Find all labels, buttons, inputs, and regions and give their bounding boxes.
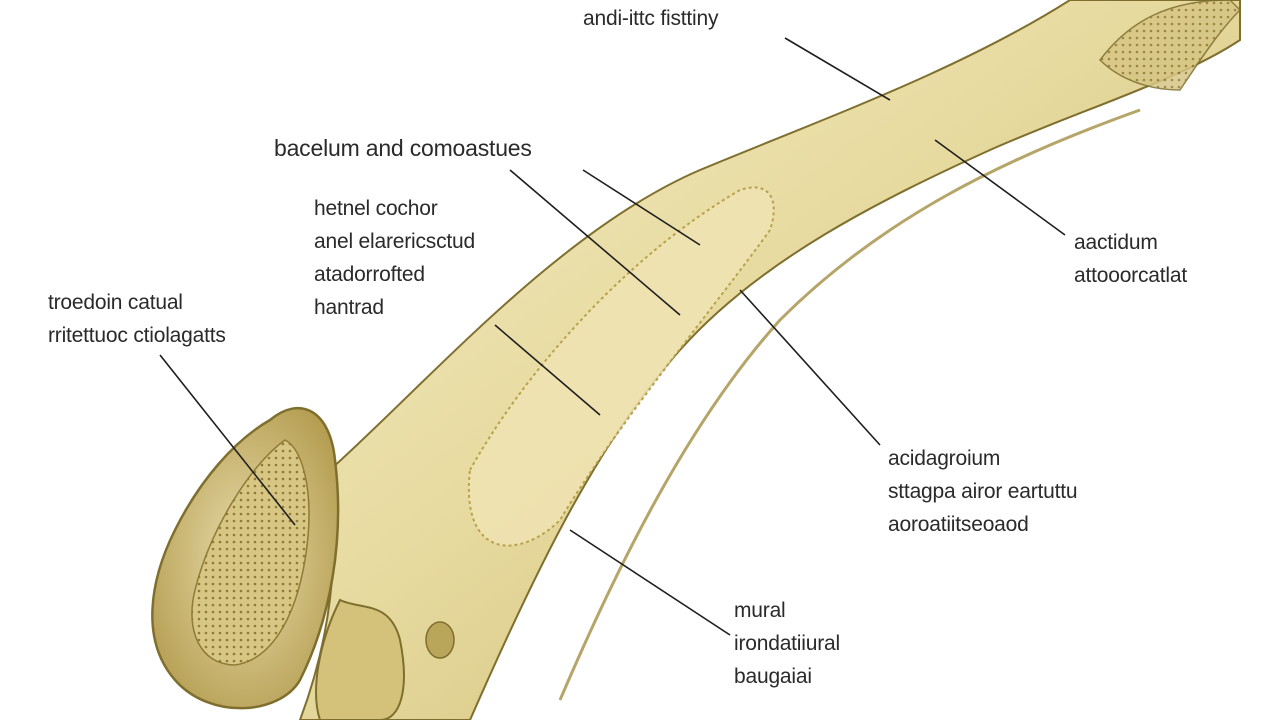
label-acidagroium: acidagroium sttagpa airor eartuttu aoroa… — [888, 447, 1078, 536]
leader-line-troedoin — [159, 354, 296, 526]
bone-shaft — [298, 0, 1241, 720]
label-bacelum: bacelum and comoastues — [274, 135, 532, 161]
label-hetnel: hetnel cochor anel elarericsctud atadorr… — [314, 197, 475, 319]
label-top: andi-ittc fisttiny — [583, 7, 719, 30]
bone-head-spongy — [191, 439, 310, 666]
label-mural: mural irondatiiural baugaiai — [734, 599, 840, 688]
leader-lines — [159, 37, 1066, 636]
proximal-end-texture — [1099, 0, 1242, 91]
leader-line-bacelum-1 — [582, 169, 701, 246]
leader-line-acidagroium — [739, 289, 881, 446]
label-troedoin: troedoin catual rritettuoc ctiolagatts — [48, 291, 226, 347]
leader-line-bacelum-2 — [509, 169, 681, 316]
condyle-lobe — [315, 598, 405, 720]
bone-foramen — [425, 621, 455, 659]
leader-line-top — [784, 37, 891, 101]
leader-line-hetnel — [494, 324, 601, 416]
shaft-edge-line — [558, 108, 1141, 701]
leader-line-aactidum — [934, 139, 1066, 236]
label-aactidum: aactidum attooorcatlat — [1074, 231, 1187, 287]
medullary-ridge — [467, 186, 775, 547]
leader-line-mural — [569, 529, 731, 636]
